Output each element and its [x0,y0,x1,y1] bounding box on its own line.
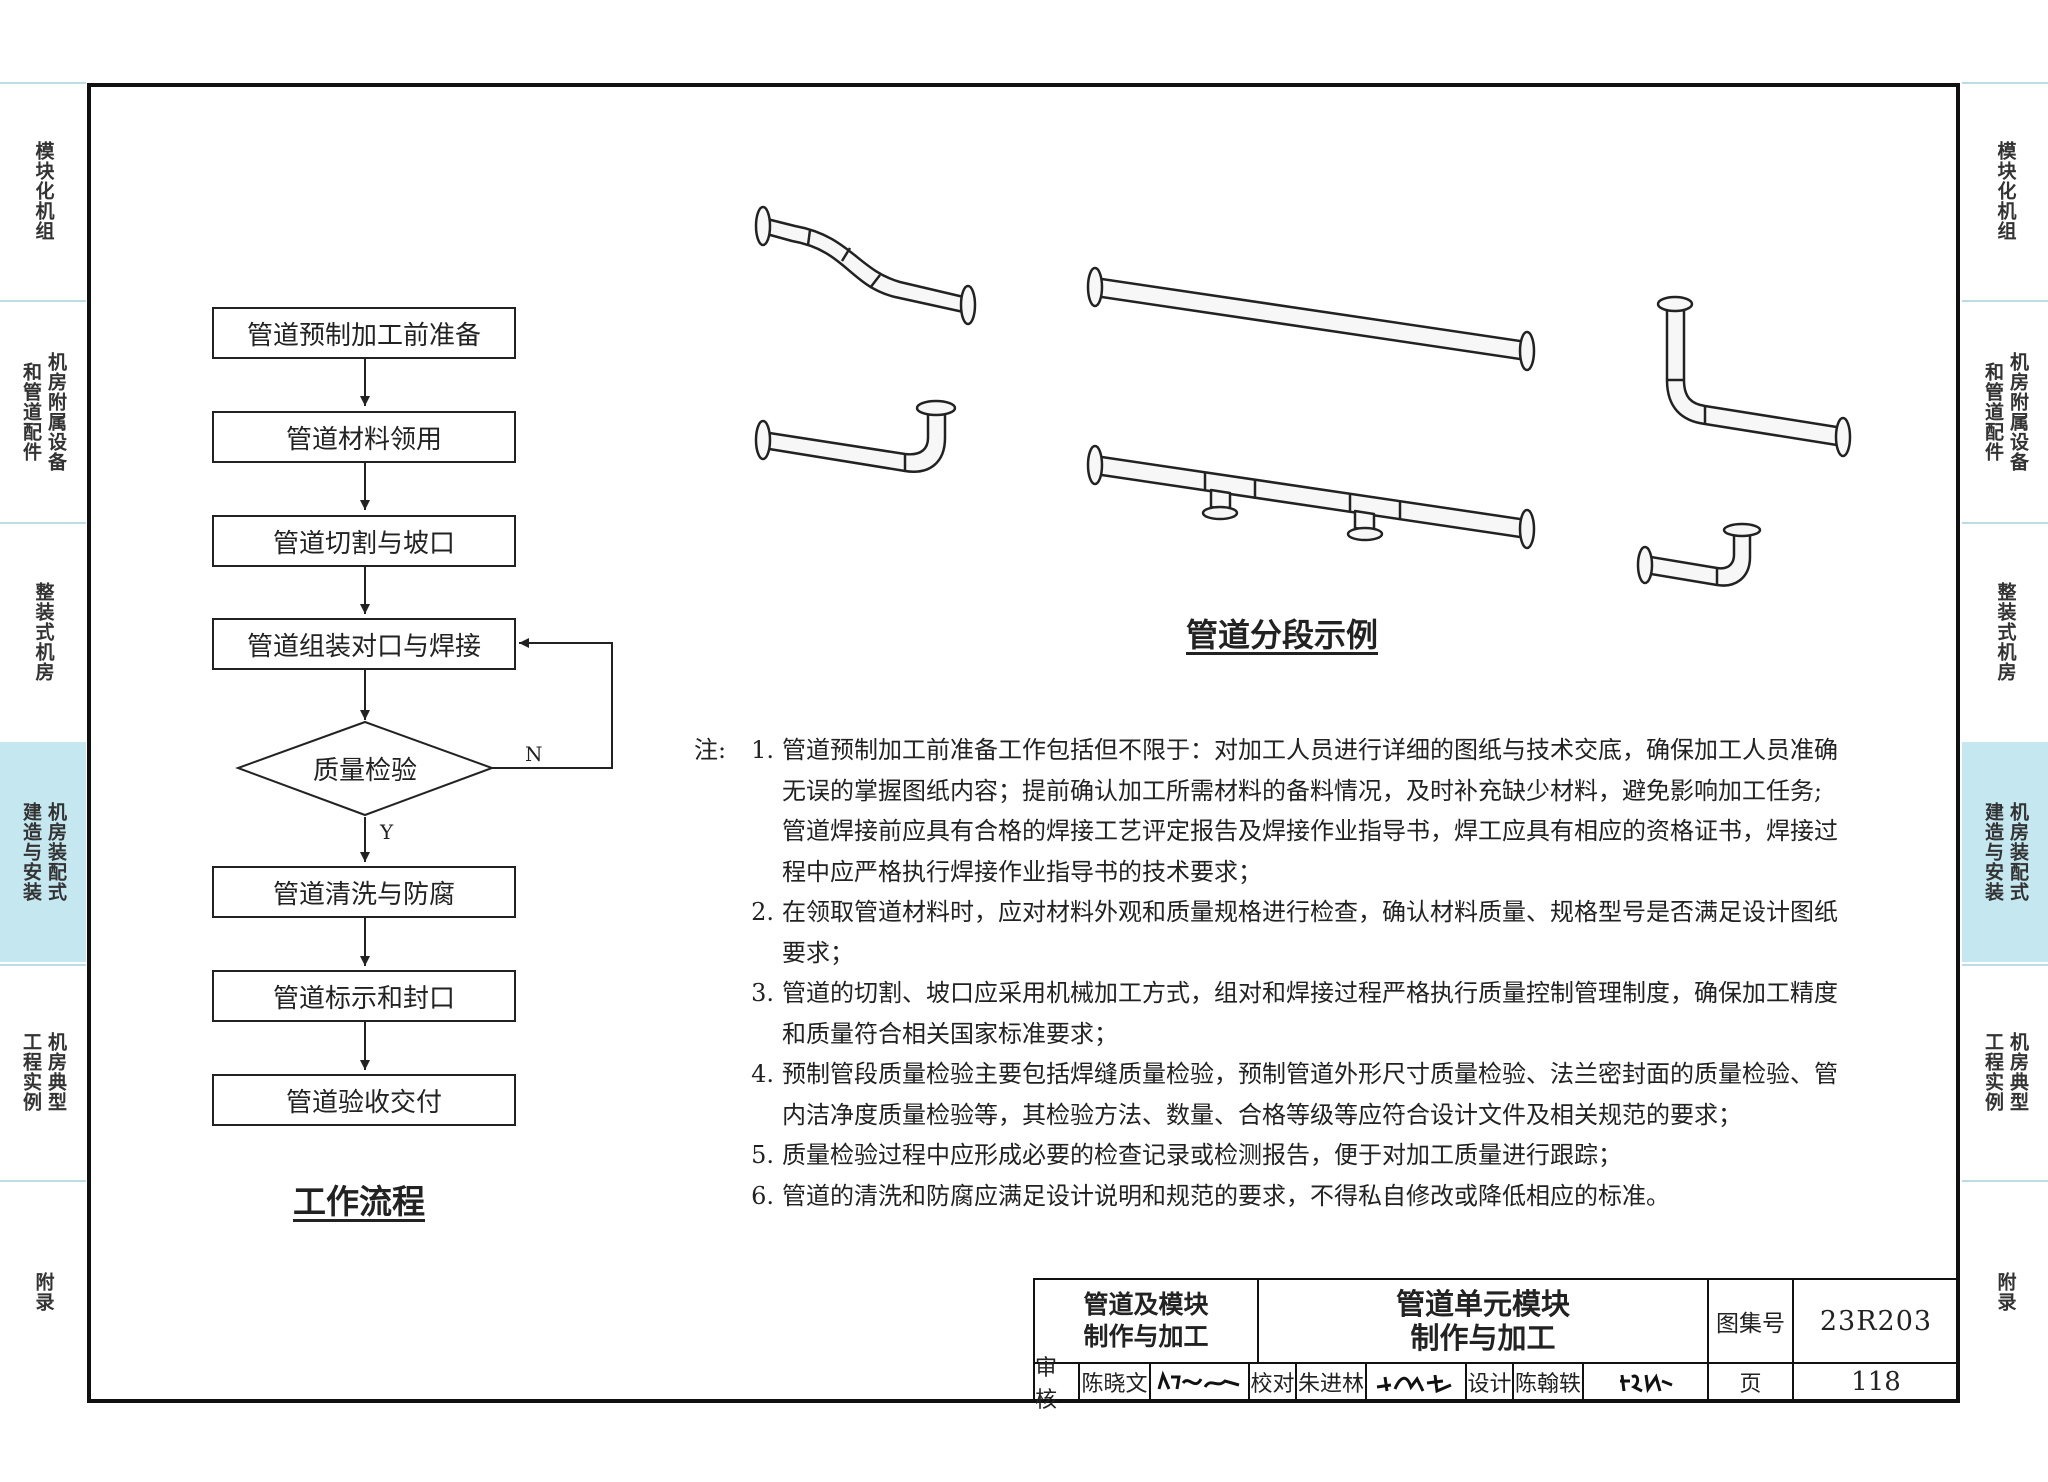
yes-label: Y [380,820,394,844]
tab-label: 机房附属设备 [2007,352,2029,472]
right-tab-project-examples[interactable]: 工程实例 机房典型 [1962,966,2048,1178]
flow-step-marking: 管道标示和封口 [212,970,516,1022]
drawing-frame [87,83,1960,1403]
note-number: 5. [751,1141,774,1169]
flow-step-cutting: 管道切割与坡口 [212,515,516,567]
right-tab-modular-units[interactable]: 模块化机组 [1962,84,2048,298]
checker-name-cell: 朱进林 [1295,1362,1367,1401]
right-tab-auxiliary-equipment[interactable]: 和管道配件 机房附属设备 [1962,302,2048,522]
section-line-2: 制作与加工 [1083,1322,1209,1351]
note-text: 管道的清洗和防腐应满足设计说明和规范的要求，不得私自修改或降低相应的标准。 [782,1181,1670,1210]
reviewer-signature-icon [1157,1370,1239,1390]
left-tab-modular-units[interactable]: 模块化机组 [0,84,86,298]
right-tab-prefab-construction[interactable]: 建造与安装 机房装配式 [1962,742,2048,962]
note-number: 3. [751,979,774,1007]
tab-label: 整装式机房 [1994,582,2017,682]
no-label: N [525,742,543,766]
flow-loop-arrow [492,638,613,769]
right-tab-appendix[interactable]: 附录 [1962,1182,2048,1402]
flow-step-cleaning: 管道清洗与防腐 [212,866,516,918]
tab-label: 建造与安装 [20,802,42,902]
note-text: 质量检验过程中应形成必要的检查记录或检测报告，便于对加工质量进行跟踪； [782,1141,1622,1169]
note-item: 5. 质量检验过程中应形成必要的检查记录或检测报告，便于对加工质量进行跟踪； [736,1135,1846,1176]
tab-label: 和管道配件 [1982,362,2004,462]
tab-label: 机房装配式 [45,802,67,902]
reviewer-signature-cell [1149,1362,1250,1401]
note-text: 在领取管道材料时，应对材料外观和质量规格进行检查，确认材料质量、规格型号是否满足… [782,898,1838,967]
tab-label: 附录 [32,1272,55,1312]
note-number: 6. [751,1181,774,1210]
designer-signature-cell [1582,1362,1709,1401]
decision-label: 质量检验 [312,756,417,786]
tab-label: 工程实例 [20,1032,42,1112]
tab-label: 整装式机房 [32,582,55,682]
tab-label: 模块化机组 [1994,141,2017,241]
tab-label: 和管道配件 [20,362,42,462]
left-tab-appendix[interactable]: 附录 [0,1182,86,1402]
tab-label: 机房附属设备 [45,352,67,472]
pipe-vertical-elbow [1656,295,1852,458]
right-tab-integrated-room[interactable]: 整装式机房 [1962,524,2048,740]
designer-signature-icon [1619,1372,1673,1393]
note-item: 6. 管道的清洗和防腐应满足设计说明和规范的要求，不得私自修改或降低相应的标准。 [736,1176,1846,1217]
drawing-title-line-2: 制作与加工 [1410,1321,1556,1355]
check-label-cell: 校对 [1248,1362,1297,1401]
pipe-s-bend [754,205,977,326]
flow-step-material: 管道材料领用 [212,411,516,463]
note-item: 2. 在领取管道材料时，应对材料外观和质量规格进行检查，确认材料质量、规格型号是否… [736,892,1846,973]
review-label-cell: 审核 [1033,1356,1080,1413]
atlas-number-cell: 23R203 [1792,1278,1960,1364]
flow-step-welding: 管道组装对口与焊接 [212,618,516,670]
note-text: 管道预制加工前准备工作包括但不限于：对加工人员进行详细的图纸与技术交底，确保加工… [782,736,1838,886]
note-number: 4. [751,1060,774,1088]
tab-label: 机房典型 [45,1032,67,1112]
pipe-elbow-small [1636,522,1762,587]
pipe-examples-title: 管道分段示例 [1186,616,1379,654]
checker-signature-cell [1365,1362,1467,1401]
note-item: 4. 预制管段质量检验主要包括焊缝质量检验，预制管道外形尺寸质量检验、法兰密封面的… [736,1054,1846,1135]
left-tab-integrated-room[interactable]: 整装式机房 [0,524,86,740]
note-number: 1. [751,736,774,764]
design-label-cell: 设计 [1465,1362,1514,1401]
flow-step-prep: 管道预制加工前准备 [212,307,516,359]
tab-label: 附录 [1994,1272,2017,1312]
title-block: 管道及模块 制作与加工 管道单元模块 制作与加工 图集号 23R203 审核 陈… [1033,1278,1960,1413]
tab-label: 模块化机组 [32,141,55,241]
tab-label: 机房装配式 [2007,802,2029,902]
left-tab-auxiliary-equipment[interactable]: 和管道配件 机房附属设备 [0,302,86,522]
pipe-tee [1086,444,1536,550]
note-item: 1. 管道预制加工前准备工作包括但不限于：对加工人员进行详细的图纸与技术交底，确保… [736,730,1846,892]
notes-prefix: 注: [694,736,727,764]
drawing-title-cell: 管道单元模块 制作与加工 [1257,1278,1709,1364]
note-number: 2. [751,898,774,926]
tab-label: 工程实例 [1982,1032,2004,1112]
pipe-elbow-left [754,399,957,473]
tab-label: 建造与安装 [1982,802,2004,902]
section-name-cell: 管道及模块 制作与加工 [1033,1278,1259,1364]
reviewer-name-cell: 陈晓文 [1078,1362,1151,1401]
flow-step-delivery: 管道验收交付 [212,1074,516,1126]
note-text: 管道的切割、坡口应采用机械加工方式，组对和焊接过程严格执行质量控制管理制度，确保… [782,979,1838,1048]
note-item: 3. 管道的切割、坡口应采用机械加工方式，组对和焊接过程严格执行质量控制管理制度，… [736,973,1846,1054]
decision-diamond [235,720,495,817]
notes-list: 1. 管道预制加工前准备工作包括但不限于：对加工人员进行详细的图纸与技术交底，确保… [736,730,1846,1216]
pipe-straight-long [1086,266,1536,372]
page-number-cell: 118 [1792,1362,1960,1401]
designer-name-cell: 陈翰轶 [1512,1362,1584,1401]
flowchart-title: 工作流程 [293,1182,425,1221]
section-line-1: 管道及模块 [1083,1290,1209,1319]
left-tab-project-examples[interactable]: 工程实例 机房典型 [0,966,86,1178]
left-tab-prefab-construction[interactable]: 建造与安装 机房装配式 [0,742,86,962]
note-text: 预制管段质量检验主要包括焊缝质量检验，预制管道外形尺寸质量检验、法兰密封面的质量… [782,1060,1838,1129]
tab-label: 机房典型 [2007,1032,2029,1112]
atlas-label-cell: 图集号 [1707,1278,1794,1364]
checker-signature-icon [1376,1374,1452,1393]
drawing-title-line-1: 管道单元模块 [1395,1287,1570,1321]
page-label-cell: 页 [1707,1362,1794,1401]
